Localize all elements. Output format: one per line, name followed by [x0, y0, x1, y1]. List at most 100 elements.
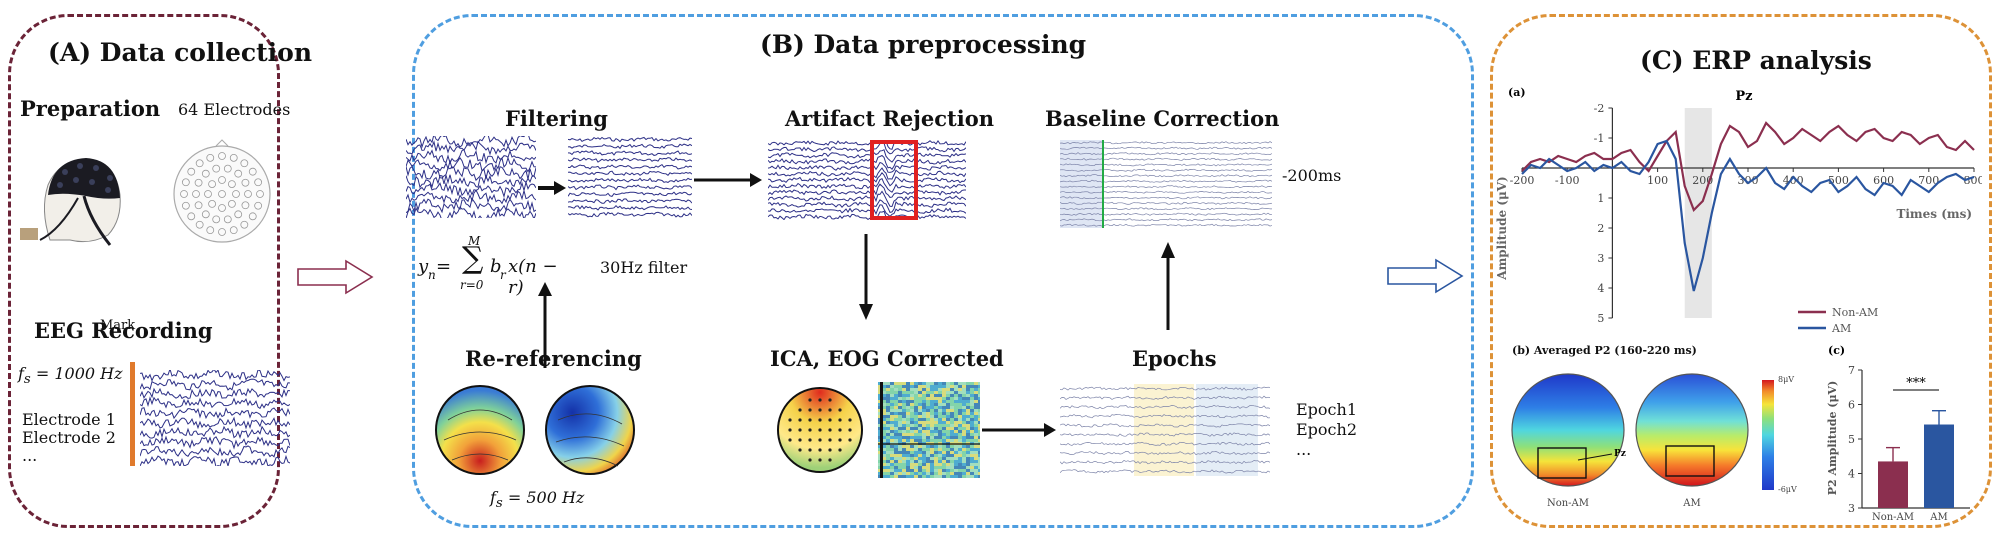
eeg-trace: [406, 165, 536, 182]
mark-bar: [130, 362, 135, 466]
bar-category-label: AM: [1929, 512, 1947, 520]
electrode-dot: [223, 164, 232, 173]
erp-y-tick-label: -1: [1594, 132, 1605, 145]
topomap-am-label: AM: [1682, 498, 1700, 509]
eeg-trace: [568, 157, 692, 163]
eeg-trace: [406, 140, 536, 156]
unfiltered-eeg-traces: [406, 136, 536, 218]
eeg-trace: [1060, 432, 1270, 437]
electrode-dot: [234, 210, 243, 219]
electrode-dot: [192, 190, 200, 198]
eeg-trace: [406, 136, 536, 149]
erp-x-tick-label: -200: [1510, 174, 1535, 187]
bar-subfigure-c: (c): [1828, 344, 1845, 357]
erp-y-tick-label: 4: [1597, 282, 1604, 295]
erp-y-tick-label: 2: [1597, 222, 1604, 235]
electrode-dot: [187, 212, 196, 221]
epochs-label: Epochs: [1132, 346, 1217, 371]
electrode-dot: [212, 215, 221, 224]
ica-component-matrix: [878, 382, 980, 478]
eeg-trace: [768, 167, 966, 180]
eeg-trace: [1060, 157, 1272, 161]
ica-electrode-dot: [788, 418, 792, 422]
arrow-b-to-c: [1387, 258, 1464, 294]
preparation-label: Preparation: [20, 96, 161, 121]
ica-electrode-dot: [818, 438, 822, 442]
eeg-trace: [568, 136, 692, 143]
eeg-trace: [568, 204, 692, 211]
eeg-trace: [1060, 185, 1272, 189]
eeg-trace: [406, 180, 536, 199]
topomap-subfigure-b: (b) Averaged P2 (160-220 ms): [1512, 344, 1697, 357]
eeg-trace: [1060, 414, 1270, 419]
ica-electrode-dot: [798, 408, 802, 412]
topomap-am: [1635, 373, 1749, 487]
eeg-trace: [1060, 179, 1272, 183]
electrode-dot: [218, 190, 226, 198]
erp-subfigure-a: (a): [1508, 86, 1526, 99]
ica-electrode-dot: [798, 418, 802, 422]
bar-y-tick-label: 3: [1848, 502, 1855, 515]
electrode-layout-diagram: [173, 139, 271, 243]
ica-electrode-dot: [828, 418, 832, 422]
erp-x-tick-label: 100: [1647, 174, 1668, 187]
eeg-trace: [1060, 423, 1270, 428]
arrow-a-to-b: [297, 259, 374, 295]
ica-electrode-dot: [848, 438, 852, 442]
legend-label-am: AM: [1831, 322, 1851, 335]
artifact-rejection-label: Artifact Rejection: [785, 106, 994, 131]
electrode-dot: [206, 226, 215, 235]
erp-chart-title: Pz: [1735, 89, 1752, 104]
filtering-label: Filtering: [505, 106, 608, 131]
eeg-trace: [568, 177, 692, 183]
arrow-epochs-to-baseline: [1161, 242, 1175, 330]
ica-divider: [880, 382, 883, 478]
ica-electrode-dot: [828, 448, 832, 452]
electrode-dot: [248, 212, 257, 221]
eeg-trace: [568, 163, 692, 170]
erp-x-tick-label: 700: [1918, 174, 1939, 187]
arrow-filter-to-artifact: [694, 173, 762, 187]
electrode-dot: [218, 228, 226, 236]
ica-electrode-dot: [818, 398, 822, 402]
eeg-trace: [1060, 395, 1270, 400]
eeg-trace: [1060, 459, 1270, 465]
eeg-trace: [1060, 146, 1272, 150]
eeg-trace: [1060, 218, 1272, 222]
electrode-ellipsis: ...: [22, 446, 38, 465]
ica-electrode-dot: [808, 428, 812, 432]
ica-electrode-dot: [798, 438, 802, 442]
eeg-trace: [1060, 451, 1270, 456]
eeg-trace: [140, 435, 290, 450]
ica-electrode-dot: [788, 438, 792, 442]
ica-electrode-dot: [848, 418, 852, 422]
electrode-dot: [212, 164, 221, 173]
eeg-trace: [1060, 201, 1272, 205]
legend-label-non-am: Non-AM: [1832, 306, 1878, 319]
eeg-trace: [768, 210, 966, 220]
epoch1-label: Epoch1: [1296, 400, 1357, 419]
electrode-dot: [240, 159, 249, 168]
electrode-dot: [208, 199, 217, 208]
epoch-traces: [1060, 386, 1270, 474]
eeg-trace: [140, 387, 290, 400]
electrode-dot: [254, 178, 263, 187]
baseline-ms-label: -200ms: [1282, 166, 1342, 185]
electrode-dot: [195, 159, 204, 168]
baseline-marker: [1102, 140, 1104, 228]
electrode-dot: [208, 180, 217, 189]
bar-category-label: Non-AM: [1872, 512, 1914, 520]
eeg-trace: [140, 425, 290, 439]
eeg-trace: [406, 189, 536, 205]
eeg-trace: [768, 199, 966, 213]
ica-electrode-dot: [838, 408, 842, 412]
ica-electrode-dot: [808, 398, 812, 402]
baseline-correction-label: Baseline Correction: [1045, 106, 1280, 131]
eeg-trace: [140, 416, 290, 430]
filtered-eeg-traces: [568, 136, 692, 218]
electrode-dot: [229, 226, 238, 235]
epoch-window-3: [1196, 384, 1258, 476]
ica-label: ICA, EOG Corrected: [770, 346, 1004, 371]
eeg-trace: [768, 161, 966, 173]
